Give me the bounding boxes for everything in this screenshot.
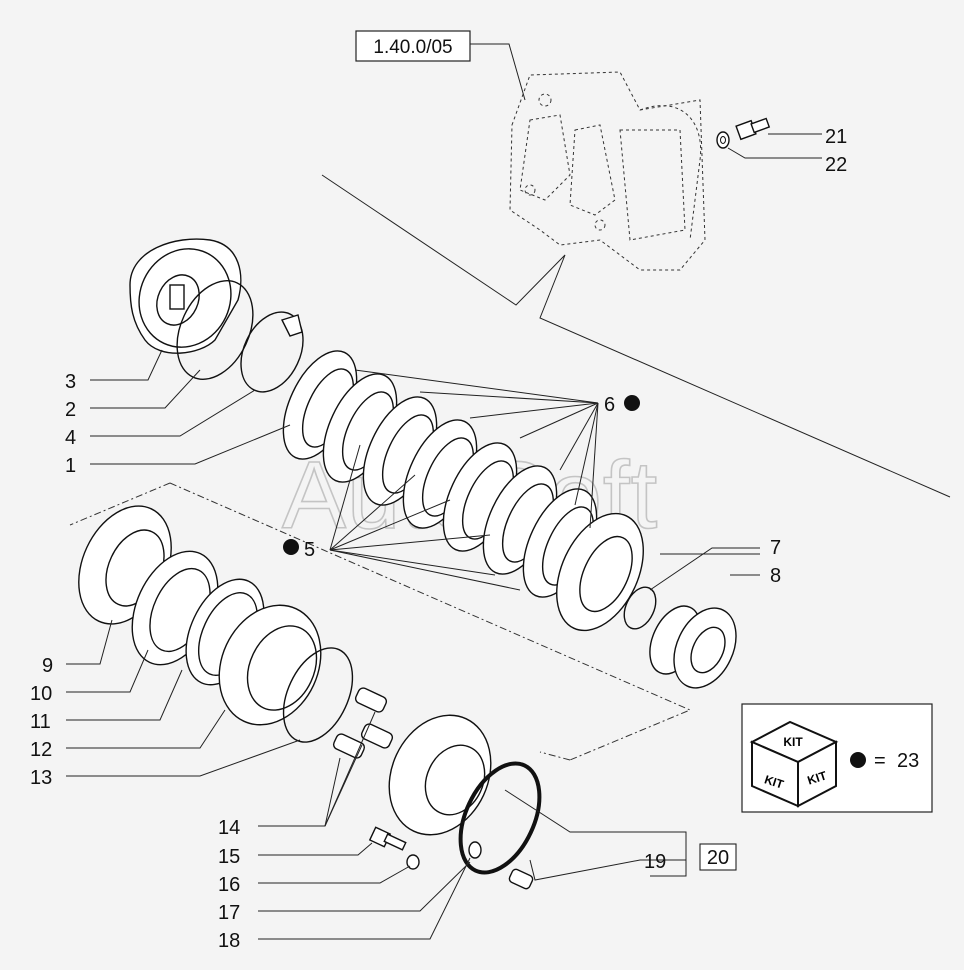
- callout-10: 10: [30, 683, 52, 705]
- kit-left-label: KIT: [763, 772, 786, 791]
- clutch-disc-stack: [282, 350, 644, 632]
- callout-fan-5: [329, 444, 521, 591]
- callout-6: 6: [604, 394, 615, 416]
- callout-12: 12: [30, 739, 52, 761]
- assembly-axis-line: [321, 174, 951, 498]
- callout-9: 9: [42, 655, 53, 677]
- callout-11: 11: [30, 711, 51, 733]
- clutch-drum-3: [129, 238, 242, 354]
- clutch-end-plate: [556, 512, 644, 632]
- seal-ring-13: [282, 647, 354, 743]
- washer-16: [406, 854, 420, 870]
- callout-3: 3: [65, 371, 76, 393]
- kit-legend-dot: [850, 752, 866, 768]
- callout-15: 15: [218, 846, 240, 868]
- callout-fan-6: [354, 369, 599, 529]
- kit-legend-value: 23: [897, 750, 919, 772]
- kit-right-label: KIT: [806, 768, 829, 787]
- callout-20-box: [699, 843, 737, 871]
- transmission-housing: [509, 71, 706, 271]
- reference-box: 1.40.0/05: [355, 30, 526, 101]
- callout-8: 8: [770, 565, 781, 587]
- callout-16: 16: [218, 874, 240, 896]
- callout-4: 4: [65, 427, 76, 449]
- splined-hub-8: [649, 605, 737, 689]
- phantom-frame: [69, 482, 171, 526]
- bolt-15: [368, 826, 407, 851]
- callout-20: 20: [707, 847, 729, 869]
- callout-7: 7: [770, 537, 781, 559]
- kit-legend-equals: =: [874, 750, 886, 772]
- washer-22: [716, 131, 730, 149]
- kit-legend: KIT KIT KIT = 23: [741, 703, 933, 813]
- pin-19: [508, 868, 534, 890]
- callout-14: 14: [218, 817, 240, 839]
- kit-marker-dot: [283, 539, 299, 555]
- callout-2: 2: [65, 399, 76, 421]
- callout-19: 19: [644, 851, 666, 873]
- reference-label: 1.40.0/05: [373, 37, 452, 58]
- o-ring-17: [468, 841, 482, 859]
- callout-22: 22: [825, 154, 847, 176]
- bolt-21: [735, 117, 771, 141]
- o-ring-18: [458, 761, 542, 875]
- callout-21: 21: [825, 126, 847, 148]
- piston-housing-12: [218, 604, 322, 726]
- callout-18: 18: [218, 930, 240, 952]
- kit-top-label: KIT: [783, 735, 803, 749]
- phantom-frame: [539, 751, 571, 761]
- spring-14: [332, 687, 394, 759]
- callout-1: 1: [65, 455, 76, 477]
- kit-marker-dot: [624, 395, 640, 411]
- callout-13: 13: [30, 767, 52, 789]
- snap-ring-7: [623, 586, 657, 630]
- callout-5: 5: [304, 539, 315, 561]
- clutch-body-20: [388, 714, 492, 836]
- callout-17: 17: [218, 902, 240, 924]
